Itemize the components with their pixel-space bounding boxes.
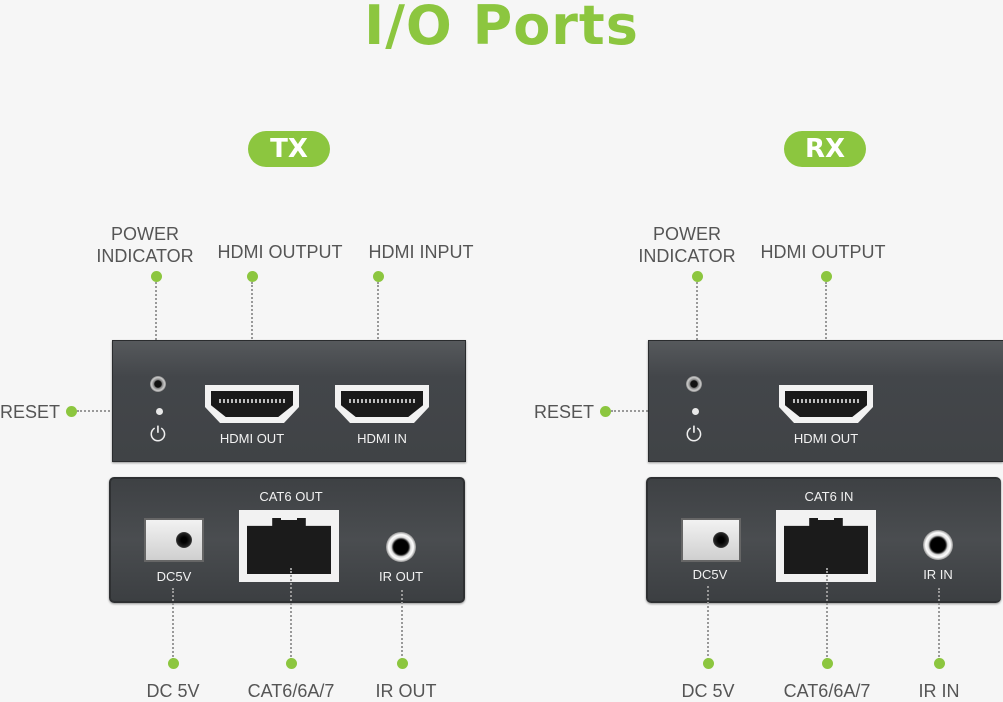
tx-dc-leader bbox=[172, 588, 174, 660]
tx-reset-dot bbox=[65, 405, 77, 417]
tx-badge: TX bbox=[248, 131, 330, 167]
rx-reset-dot bbox=[599, 405, 611, 417]
rx-reset-button[interactable] bbox=[691, 407, 699, 415]
tx-power-indicator-leader bbox=[155, 282, 157, 368]
rx-ir-jack[interactable] bbox=[923, 530, 953, 560]
tx-power-indicator-label-line2: INDICATOR bbox=[96, 246, 194, 266]
rx-hdmi-output-leader bbox=[825, 282, 827, 362]
tx-power-indicator-label: POWER INDICATOR bbox=[85, 223, 205, 267]
power-icon: ⏻ bbox=[686, 424, 702, 446]
rx-cat-port-label: CAT6 IN bbox=[804, 489, 854, 504]
tx-cat-leader bbox=[290, 568, 292, 660]
tx-hdmi-input-dot bbox=[372, 270, 384, 282]
rx-power-indicator-leader bbox=[696, 282, 698, 368]
rx-dc-label: DC 5V bbox=[681, 681, 735, 701]
tx-back-panel: CAT6 OUT DC5V IR OUT bbox=[109, 477, 465, 603]
rx-hdmi-output-label: HDMI OUTPUT bbox=[760, 242, 886, 262]
tx-ir-leader bbox=[401, 590, 403, 660]
tx-ir-label: IR OUT bbox=[375, 681, 437, 701]
rx-ir-leader bbox=[938, 588, 940, 660]
tx-hdmi-out-port-label: HDMI OUT bbox=[219, 431, 285, 446]
tx-cat-dot bbox=[285, 657, 297, 669]
tx-reset-button[interactable] bbox=[155, 407, 163, 415]
rx-back-panel: CAT6 IN DC5V IR IN bbox=[646, 477, 1001, 603]
rx-ir-jack-label: IR IN bbox=[923, 567, 953, 582]
power-icon: ⏻ bbox=[150, 424, 166, 446]
page-title: I/O Ports bbox=[364, 0, 639, 57]
tx-dc-jack-label: DC5V bbox=[156, 569, 192, 584]
tx-ir-dot bbox=[396, 657, 408, 669]
rx-cat-leader bbox=[826, 568, 828, 660]
rx-dc-dot bbox=[702, 657, 714, 669]
tx-dc-dot bbox=[167, 657, 179, 669]
rx-cat-dot bbox=[821, 657, 833, 669]
tx-cat-port-label: CAT6 OUT bbox=[259, 489, 323, 504]
rx-ir-dot bbox=[933, 657, 945, 669]
tx-ir-jack-label: IR OUT bbox=[378, 569, 424, 584]
tx-hdmi-output-dot bbox=[246, 270, 258, 282]
rx-cat-label: CAT6/6A/7 bbox=[783, 681, 871, 701]
rx-power-indicator-led bbox=[686, 376, 702, 392]
tx-hdmi-in-port-label: HDMI IN bbox=[357, 431, 407, 446]
tx-front-panel: ⏻ HDMI OUT HDMI IN bbox=[112, 340, 466, 462]
tx-reset-label: RESET bbox=[0, 402, 61, 422]
tx-power-indicator-dot bbox=[150, 270, 162, 282]
tx-hdmi-input-leader bbox=[377, 282, 379, 362]
rx-power-indicator-label-line2: INDICATOR bbox=[638, 246, 736, 266]
tx-rj45-port[interactable] bbox=[239, 510, 339, 582]
tx-hdmi-input-label: HDMI INPUT bbox=[368, 242, 474, 262]
tx-dc-label: DC 5V bbox=[146, 681, 200, 701]
tx-power-indicator-led bbox=[150, 376, 166, 392]
tx-hdmi-output-leader bbox=[251, 282, 253, 362]
tx-hdmi-output-label: HDMI OUTPUT bbox=[217, 242, 343, 262]
rx-power-indicator-label: POWER INDICATOR bbox=[627, 223, 747, 267]
rx-front-panel: ⏻ HDMI OUT bbox=[648, 340, 1003, 462]
tx-dc-jack[interactable] bbox=[144, 518, 204, 562]
rx-dc-jack-label: DC5V bbox=[692, 567, 728, 582]
tx-ir-jack[interactable] bbox=[386, 532, 416, 562]
rx-hdmi-out-port-label: HDMI OUT bbox=[793, 431, 859, 446]
rx-power-indicator-dot bbox=[691, 270, 703, 282]
rx-badge: RX bbox=[784, 131, 866, 167]
rx-dc-leader bbox=[707, 586, 709, 660]
rx-hdmi-output-dot bbox=[820, 270, 832, 282]
rx-power-indicator-label-line1: POWER bbox=[652, 224, 721, 244]
tx-hdmi-out-port[interactable] bbox=[205, 385, 299, 423]
rx-dc-jack[interactable] bbox=[681, 518, 741, 562]
rx-ir-label: IR IN bbox=[918, 681, 960, 701]
tx-cat-label: CAT6/6A/7 bbox=[247, 681, 335, 701]
tx-hdmi-in-port[interactable] bbox=[335, 385, 429, 423]
rx-hdmi-out-port[interactable] bbox=[779, 385, 873, 423]
tx-power-indicator-label-line1: POWER bbox=[110, 224, 179, 244]
rx-reset-label: RESET bbox=[534, 402, 595, 422]
